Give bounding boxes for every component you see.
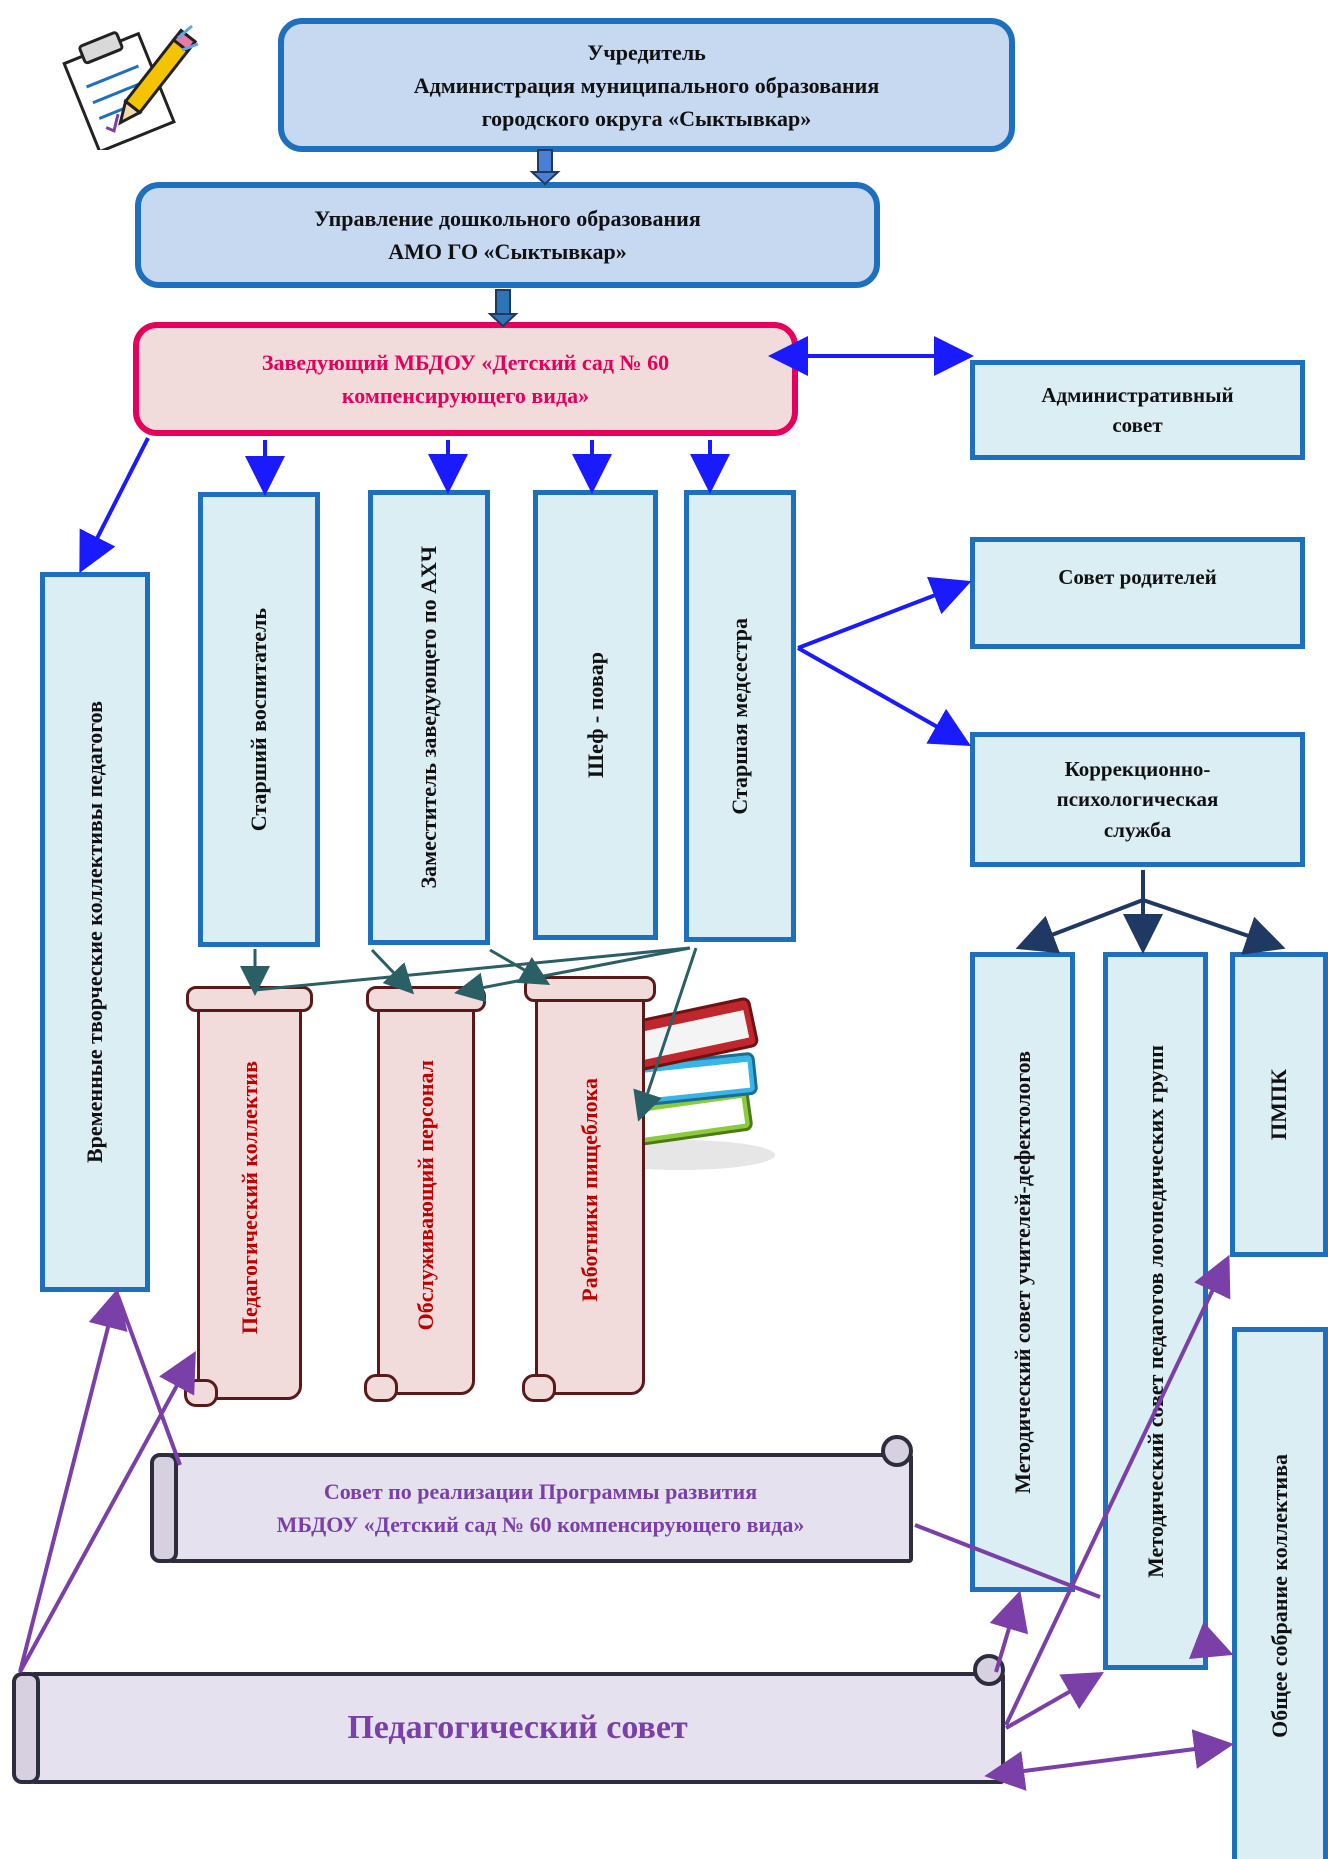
founder-box: Учредитель Администрация муниципального …	[278, 18, 1015, 152]
senior-nurse-label: Старшая медсестра	[727, 617, 753, 815]
senior-educator-column: Старший воспитатель	[198, 492, 320, 947]
head-line1: Заведующий МБДОУ «Детский сад № 60	[261, 350, 670, 375]
temporary-teams-column: Временные творческие коллективы педагого…	[40, 572, 150, 1292]
general-meeting-label: Общее собрание коллектива	[1267, 1453, 1293, 1738]
chef-label: Шеф - повар	[582, 652, 608, 778]
program-council-line2: МБДОУ «Детский сад № 60 компенсирующего …	[276, 1512, 805, 1537]
senior-nurse-column: Старшая медсестра	[684, 490, 796, 942]
senior-educator-label: Старший воспитатель	[246, 607, 272, 832]
founder-title: Учредитель	[587, 39, 706, 65]
head-line2: компенсирующего вида»	[341, 383, 590, 408]
pmpk-column: ПМПК	[1230, 952, 1328, 1257]
correction-service-line3: служба	[1103, 817, 1172, 842]
defectologists-council-label: Методический совет учителей-дефектологов	[1009, 1050, 1035, 1494]
teaching-staff-label: Педагогический коллектив	[236, 1060, 262, 1335]
department-line2: АМО ГО «Сыктывкар»	[388, 239, 627, 264]
general-meeting-column: Общее собрание коллектива	[1232, 1327, 1328, 1859]
defectologists-council-column: Методический совет учителей-дефектологов	[970, 952, 1075, 1592]
correction-service-box: Коррекционно- психологическая служба	[970, 732, 1305, 867]
down-block-arrow-1	[529, 149, 561, 186]
parents-council-label: Совет родителей	[1058, 565, 1217, 589]
chef-column: Шеф - повар	[533, 490, 658, 940]
pmpk-label: ПМПК	[1266, 1069, 1292, 1140]
deputy-ahch-label: Заместитель заведующего по АХЧ	[416, 546, 442, 889]
program-council-scroll: Совет по реализации Программы развития М…	[150, 1435, 913, 1563]
head-box: Заведующий МБДОУ «Детский сад № 60 компе…	[133, 322, 798, 436]
teaching-staff-scroll: Педагогический коллектив	[184, 986, 313, 1407]
kitchen-staff-scroll: Работники пищеблока	[522, 976, 656, 1402]
admin-council-line1: Административный	[1041, 382, 1234, 407]
notepad-pencil-icon	[62, 24, 199, 150]
deputy-ahch-column: Заместитель заведующего по АХЧ	[368, 490, 490, 945]
temporary-teams-label: Временные творческие коллективы педагого…	[82, 700, 108, 1164]
founder-line2: Администрация муниципального образования	[413, 72, 880, 98]
correction-service-line2: психологическая	[1056, 787, 1219, 812]
speech-council-label: Методический совет педагогов логопедичес…	[1142, 1044, 1168, 1578]
correction-service-line1: Коррекционно-	[1064, 756, 1211, 781]
program-council-line1: Совет по реализации Программы развития	[323, 1479, 758, 1504]
service-staff-scroll: Обслуживающий персонал	[364, 986, 486, 1402]
department-box: Управление дошкольного образования АМО Г…	[135, 182, 880, 288]
down-block-arrow-2	[487, 289, 519, 328]
admin-council-box: Административный совет	[970, 360, 1305, 460]
pedagogical-council-scroll: Педагогический совет	[12, 1654, 1005, 1784]
admin-council-line2: совет	[1112, 413, 1163, 437]
service-staff-label: Обслуживающий персонал	[413, 1059, 438, 1331]
department-line1: Управление дошкольного образования	[314, 206, 701, 231]
speech-council-column: Методический совет педагогов логопедичес…	[1103, 952, 1208, 1670]
pedagogical-council-label: Педагогический совет	[347, 1709, 688, 1746]
kitchen-staff-label: Работники пищеблока	[577, 1078, 602, 1302]
parents-council-box: Совет родителей	[970, 537, 1305, 649]
founder-line3: городского округа «Сыктывкар»	[481, 105, 812, 131]
